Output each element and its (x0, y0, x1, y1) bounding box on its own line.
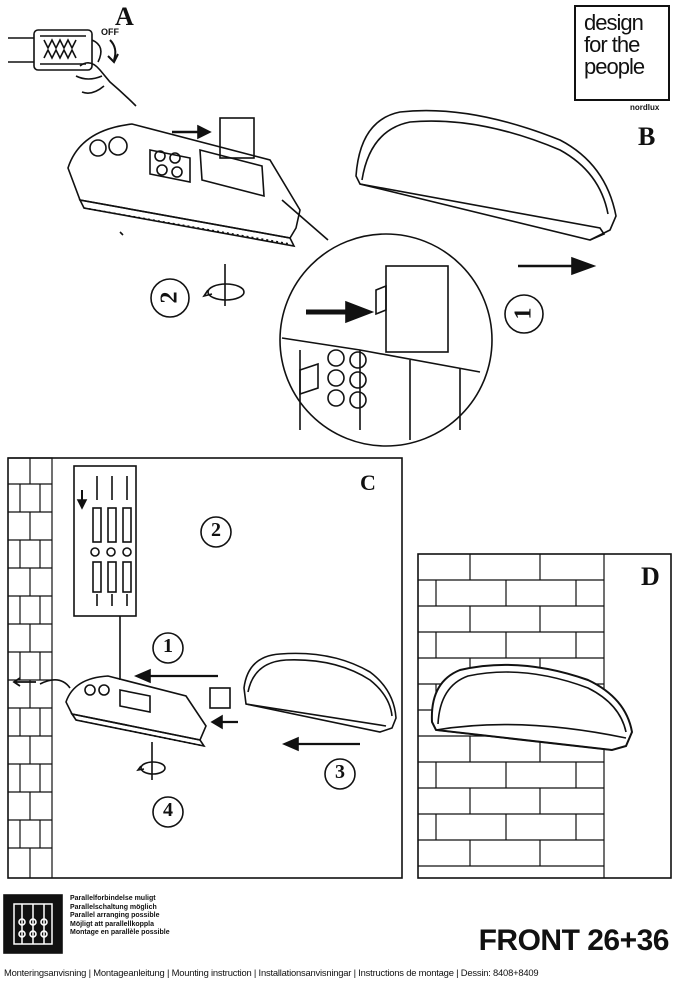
step-number-c2: 2 (211, 519, 221, 541)
parallel-text-block: Parallelforbindelse muligt Parallelschal… (70, 895, 170, 938)
step-number-c1: 1 (163, 635, 173, 657)
step-circle-c4 (152, 796, 184, 828)
parallel-line: Parallel arranging possible (70, 912, 160, 920)
section-letter-c: C (360, 470, 376, 495)
section-d-frame (417, 553, 672, 879)
wiring-inset (73, 465, 137, 680)
brand-line-3: people (584, 54, 645, 79)
product-title: FRONT 26+36 (478, 924, 670, 957)
step-circle-c1 (152, 632, 184, 664)
step-circle-b2 (150, 278, 190, 318)
section-letter-b: B (638, 122, 656, 151)
step-circle-c2 (200, 516, 232, 548)
parallel-wiring-icon (3, 894, 63, 954)
step-circle-b1 (504, 294, 544, 334)
brand-line-2: for the (584, 32, 640, 57)
detail-magnifier (279, 199, 493, 447)
lamp-cover-c (243, 652, 397, 752)
parallel-line: Montage en parallèle possible (70, 929, 170, 937)
footer-text: Monteringsanvisning | Montageanleitung |… (4, 967, 539, 978)
brand-sub: nordlux (630, 103, 660, 112)
parallel-line: Möjligt att parallellkoppla (70, 920, 155, 928)
step-number-b1: 1 (510, 307, 537, 320)
step-circle-c3 (324, 758, 356, 790)
lamp-base-b (67, 117, 301, 248)
lamp-cover-b (355, 109, 617, 276)
lamp-mounted-d (430, 663, 634, 752)
step-number-c4: 4 (163, 799, 173, 821)
brick-wall-c (8, 457, 53, 878)
rotate-icon-b (202, 264, 245, 306)
off-label: OFF (101, 27, 119, 37)
parallel-line: Parallelschaltung möglich (70, 903, 157, 911)
section-c-frame (7, 457, 403, 879)
lamp-base-c (12, 668, 238, 780)
brand-logo: design for the people (574, 5, 670, 101)
parallel-line: Parallelforbindelse muligt (70, 895, 156, 902)
step-number-b2: 2 (156, 291, 183, 304)
brand-line-1: design (584, 10, 644, 35)
section-letter-d: D (641, 562, 660, 591)
section-letter-a: A (115, 2, 134, 31)
step-number-c3: 3 (335, 761, 345, 783)
power-off-illustration (8, 29, 137, 107)
